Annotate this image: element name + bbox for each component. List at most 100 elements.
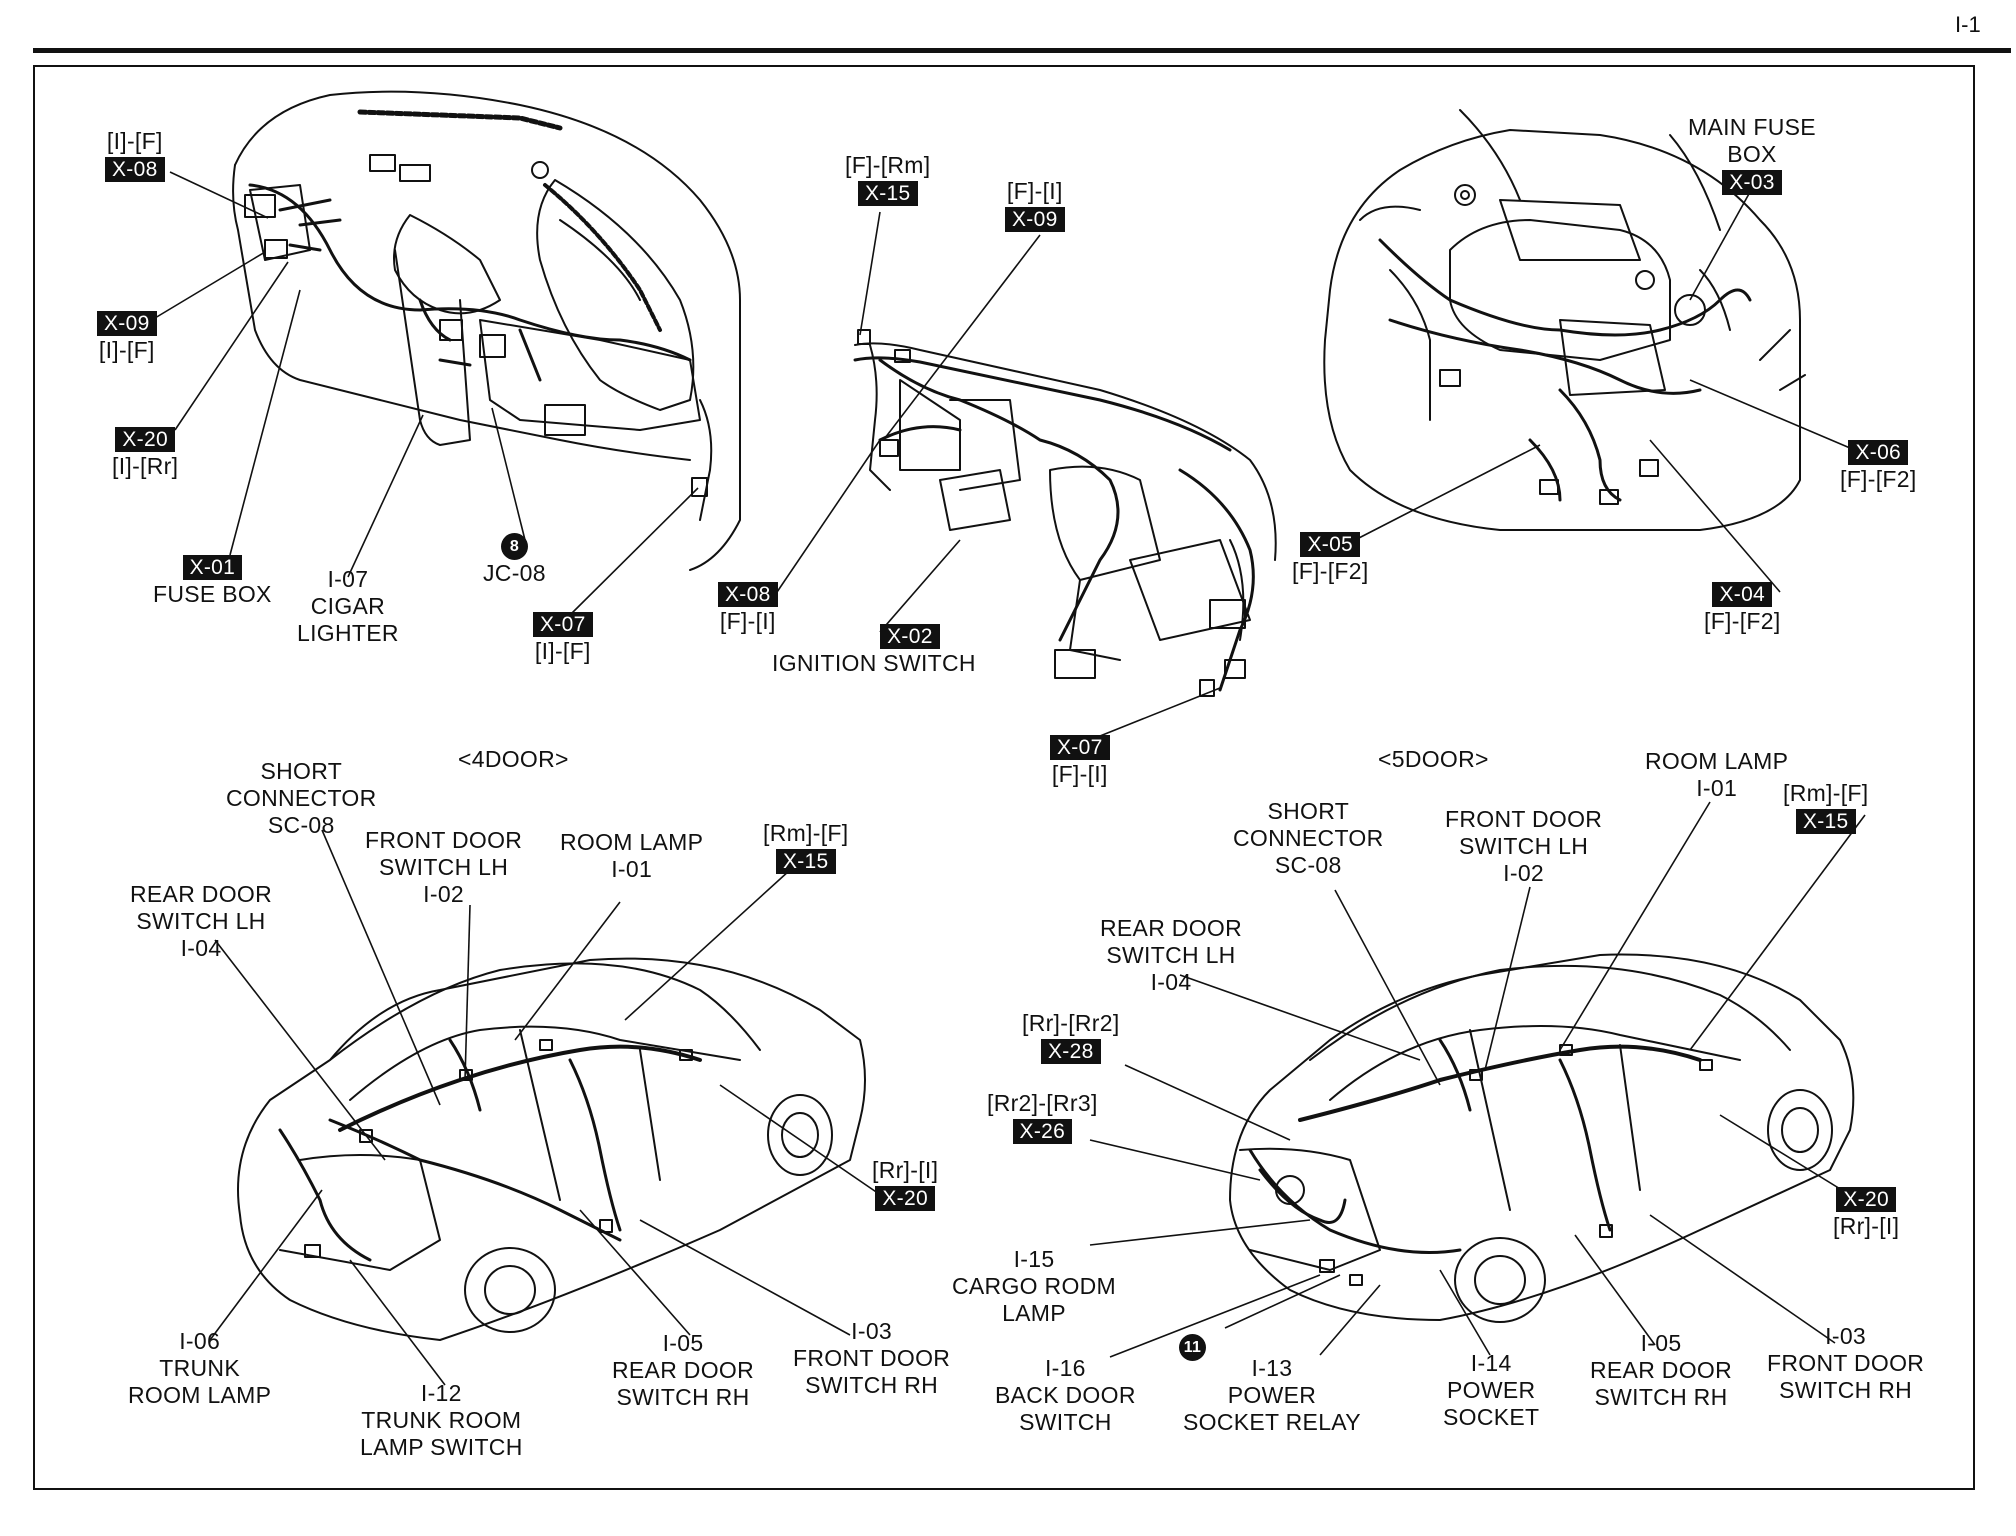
label-5d-cargo-room-lamp: I-15 CARGO RODM LAMP — [952, 1246, 1116, 1327]
component-id: SC-08 — [1274, 852, 1342, 878]
component-name: TRUNK ROOM — [361, 1407, 522, 1433]
label-engine-x05: X-05 [F]-[F2] — [1292, 530, 1369, 585]
component-name: SWITCH — [1019, 1409, 1112, 1435]
component-id: I-05 — [662, 1330, 704, 1356]
connector-tag: X-20 — [1836, 1187, 1896, 1212]
label-main-fuse-box: MAIN FUSE BOX X-03 — [1688, 114, 1816, 196]
route-text: [Rr]-[I] — [1833, 1213, 1900, 1239]
route-text: [Rr]-[I] — [872, 1157, 939, 1183]
component-id: I-01 — [611, 856, 653, 882]
route-text: [I]-[Rr] — [112, 453, 179, 479]
connector-tag: X-03 — [1722, 170, 1782, 195]
diagram-frame — [33, 65, 1975, 1490]
route-text: [I]-[F] — [534, 638, 591, 664]
route-text: [Rm]-[F] — [1783, 780, 1869, 806]
component-name: POWER — [1446, 1377, 1536, 1403]
label-4d-x20: [Rr]-[I] X-20 — [872, 1157, 938, 1212]
component-name: FUSE BOX — [153, 581, 272, 607]
label-5d-back-door-switch: I-16 BACK DOOR SWITCH — [995, 1355, 1136, 1436]
component-name: TRUNK — [159, 1355, 240, 1381]
connector-tag: X-20 — [115, 427, 175, 452]
component-name: ROOM LAMP — [560, 829, 704, 855]
route-text: [F]-[I] — [719, 608, 776, 634]
component-id: I-04 — [180, 935, 222, 961]
component-name: CONNECTOR — [1233, 825, 1384, 851]
component-name: IGNITION SWITCH — [772, 650, 976, 676]
connector-tag: X-15 — [1795, 809, 1856, 834]
connector-tag: X-15 — [857, 181, 918, 206]
component-name: FRONT DOOR — [1767, 1350, 1925, 1376]
connector-tag: X-26 — [1012, 1119, 1073, 1144]
component-name: SHORT — [260, 758, 343, 784]
component-name: MAIN FUSE — [1688, 114, 1816, 140]
floor-harness-illustration — [853, 329, 1277, 697]
component-name: SWITCH RH — [805, 1372, 939, 1398]
label-4d-rear-door-lh: REAR DOOR SWITCH LH I-04 — [130, 881, 272, 962]
component-id: I-12 — [420, 1380, 462, 1406]
header-rule — [33, 48, 2011, 53]
title-4door: <4DOOR> — [458, 746, 569, 772]
route-text: [F]-[F2] — [1704, 608, 1781, 634]
component-id: SC-08 — [267, 812, 335, 838]
component-name: SWITCH RH — [616, 1384, 750, 1410]
label-5d-front-door-lh: FRONT DOOR SWITCH LH I-02 — [1445, 806, 1602, 887]
label-engine-x04: X-04 [F]-[F2] — [1704, 580, 1781, 635]
component-name: REAR DOOR — [130, 881, 272, 907]
hatchback-illustration — [1229, 953, 1855, 1323]
connector-tag: X-15 — [775, 849, 836, 874]
route-text: [I]-[F] — [98, 337, 155, 363]
label-4d-x15: [Rm]-[F] X-15 — [763, 820, 848, 875]
label-floor-x09: [F]-[I] X-09 — [1005, 178, 1065, 233]
label-5d-x15: [Rm]-[F] X-15 — [1783, 780, 1868, 835]
label-4d-trunk-lamp-switch: I-12 TRUNK ROOM LAMP SWITCH — [360, 1380, 523, 1461]
component-id: I-03 — [851, 1318, 893, 1344]
label-5d-rear-door-rh: I-05 REAR DOOR SWITCH RH — [1590, 1330, 1732, 1411]
component-id: I-07 — [327, 566, 369, 592]
component-id: I-14 — [1470, 1350, 1512, 1376]
component-name: CARGO RODM — [952, 1273, 1116, 1299]
junction-number-badge: 8 — [500, 533, 528, 560]
connector-tag: X-06 — [1848, 440, 1909, 465]
route-text: [Rr2]-[Rr3] — [987, 1090, 1098, 1116]
connector-tag: X-04 — [1712, 582, 1773, 607]
component-id: I-02 — [423, 881, 465, 907]
label-floor-x07: X-07 [F]-[I] — [1050, 733, 1110, 788]
component-name: SWITCH RH — [1594, 1384, 1728, 1410]
route-text: [Rm]-[F] — [763, 820, 849, 846]
component-name: LAMP SWITCH — [360, 1434, 523, 1460]
component-name: SWITCH RH — [1779, 1377, 1913, 1403]
component-name: LIGHTER — [297, 620, 399, 646]
component-name: REAR DOOR — [1590, 1357, 1732, 1383]
label-5d-short-connector: SHORT CONNECTOR SC-08 — [1233, 798, 1384, 879]
component-name: BACK DOOR — [995, 1382, 1136, 1408]
component-name: BOX — [1727, 141, 1777, 167]
component-name: SWITCH LH — [378, 854, 509, 880]
component-id: I-16 — [1044, 1355, 1086, 1381]
component-name: FRONT DOOR — [365, 827, 523, 853]
connector-tag: X-01 — [182, 555, 243, 580]
connector-tag: X-02 — [880, 624, 940, 649]
component-name: REAR DOOR — [1100, 915, 1242, 941]
dashboard-illustration — [232, 90, 741, 571]
label-5d-x28: [Rr]-[Rr2] X-28 — [1022, 1010, 1120, 1065]
label-5d-x20: X-20 [Rr]-[I] — [1833, 1185, 1899, 1240]
component-name: ROOM LAMP — [1645, 748, 1789, 774]
connector-tag: X-09 — [1005, 207, 1065, 232]
label-4d-room-lamp: ROOM LAMP I-01 — [560, 829, 703, 883]
label-4d-trunk-room-lamp: I-06 TRUNK ROOM LAMP — [128, 1328, 271, 1409]
label-floor-x08: X-08 [F]-[I] — [718, 580, 778, 635]
component-name: SOCKET RELAY — [1183, 1409, 1361, 1435]
connector-tag: X-08 — [105, 157, 165, 182]
leader-lines — [154, 171, 1866, 1386]
route-text: [F]-[F2] — [1292, 558, 1369, 584]
junction-number-badge: 11 — [1179, 1334, 1206, 1361]
label-5d-junction-11: 11 — [1179, 1331, 1206, 1361]
component-id: I-06 — [179, 1328, 221, 1354]
component-name: CIGAR — [310, 593, 386, 619]
component-name: SWITCH LH — [1106, 942, 1236, 968]
label-4d-front-door-rh: I-03 FRONT DOOR SWITCH RH — [793, 1318, 950, 1399]
label-dash-x08: [I]-[F] X-08 — [105, 128, 165, 183]
page-number: I-1 — [1955, 12, 1981, 37]
connector-tag: X-07 — [533, 612, 593, 637]
